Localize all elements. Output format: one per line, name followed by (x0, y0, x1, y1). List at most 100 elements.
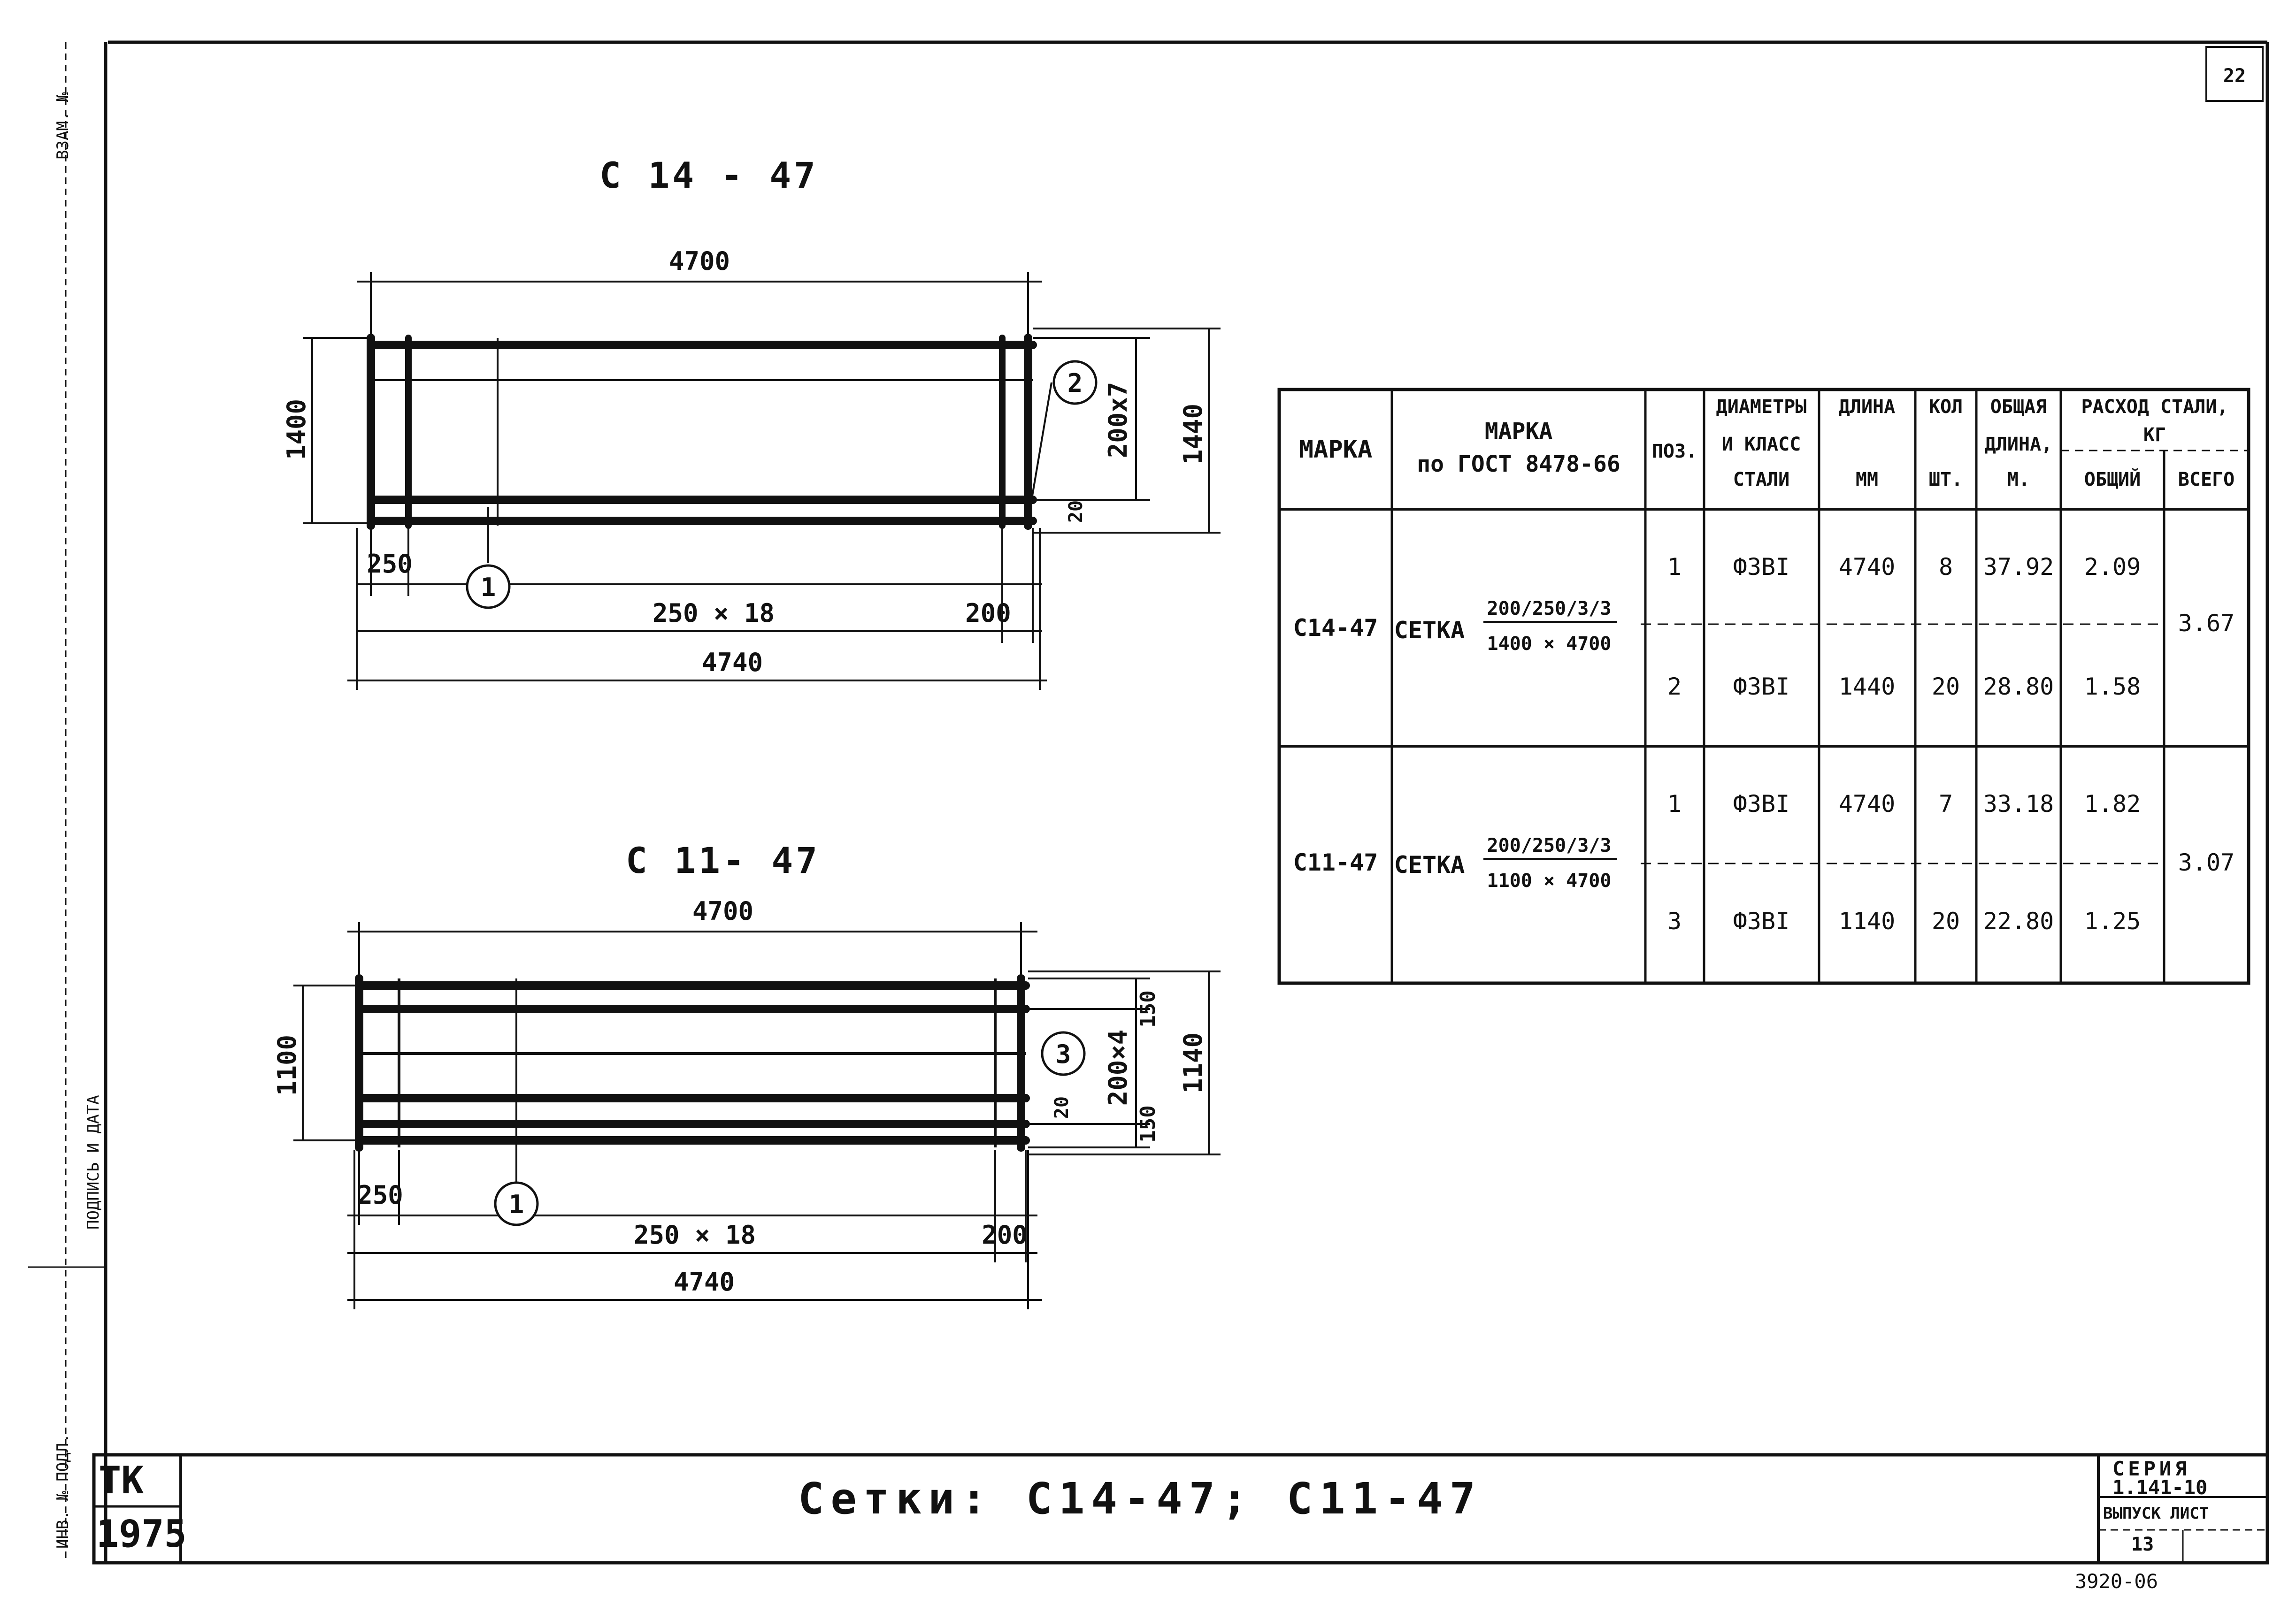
spec-table-header: МАРКА МАРКА по ГОСТ 8478-66 ПОЗ. ДИАМЕТР… (1299, 396, 2235, 490)
drawing1-dim-pitch-vert: 200х7 (1103, 382, 1133, 458)
svg-text:1140: 1140 (1839, 908, 1895, 935)
hdr-total-length-1: ОБЩАЯ (1990, 396, 2047, 418)
svg-text:2: 2 (1667, 673, 1682, 700)
drawing2-dim-left-end: 250 (357, 1180, 403, 1210)
svg-text:33.18: 33.18 (1983, 790, 2054, 818)
side-label-sign-date: ПОДПИСЬ И ДАТА (84, 1095, 103, 1230)
svg-text:4740: 4740 (1839, 790, 1895, 818)
spec-table-grid (1277, 388, 2250, 985)
hdr-diam-1: ДИАМЕТРЫ (1716, 396, 1807, 418)
drawing1-dim-pitch-horiz: 250 × 18 (653, 598, 775, 628)
drawing2-dim-top-offset: 150 (1136, 990, 1160, 1027)
drawing1-dim-edge: 20 (1065, 500, 1087, 523)
hdr-steel-1: РАСХОД СТАЛИ, (2081, 396, 2228, 418)
drawing1-dim-height-right: 1440 (1178, 404, 1208, 465)
hdr-steel-all: ВСЕГО (2178, 469, 2235, 490)
svg-text:Ф3ВI: Ф3ВI (1733, 673, 1789, 700)
svg-text:1440: 1440 (1839, 673, 1895, 700)
svg-text:1.25: 1.25 (2084, 908, 2141, 935)
drawing1-dim-right-end: 200 (965, 598, 1011, 628)
hdr-steel-total: ОБЩИЙ (2084, 468, 2141, 490)
svg-text:1.82: 1.82 (2084, 790, 2141, 818)
drawing1-dim-left-end: 250 (367, 549, 413, 579)
group2-gost-prefix: СЕТКА (1394, 851, 1465, 879)
table-row: 1 Ф3ВI 4740 7 33.18 1.82 (1667, 790, 2141, 818)
svg-text:Ф3ВI: Ф3ВI (1733, 790, 1789, 818)
group1-gost-prefix: СЕТКА (1394, 617, 1465, 644)
drawing1-pos-marker-1: 1 (466, 564, 511, 609)
svg-text:22.80: 22.80 (1983, 908, 2054, 935)
drawing2-dim-top: 4700 (692, 896, 753, 926)
drawing1-pos-marker-2: 2 (1052, 360, 1098, 405)
svg-text:37.92: 37.92 (1983, 553, 2054, 581)
svg-text:28.80: 28.80 (1983, 673, 2054, 700)
hdr-length-2: ММ (1856, 469, 1878, 490)
hdr-length-1: ДЛИНА (1839, 396, 1895, 418)
drawing2-dim-pitch-vert: 200×4 (1103, 1030, 1133, 1106)
spec-table: МАРКА МАРКА по ГОСТ 8478-66 ПОЗ. ДИАМЕТР… (1277, 388, 2250, 985)
svg-text:Ф3ВI: Ф3ВI (1733, 553, 1789, 581)
drawing2-pos-marker-1: 1 (494, 1181, 539, 1226)
title-block-series-label: СЕРИЯ (2112, 1457, 2191, 1480)
title-block-issue-sheet: 13 (2131, 1534, 2154, 1555)
title-block-stamp: 3920-06 (2075, 1570, 2158, 1593)
hdr-diam-3: СТАЛИ (1733, 469, 1789, 490)
drawing2-bars (355, 974, 1030, 1152)
drawing2-dim-bottom-offset: 150 (1136, 1105, 1160, 1142)
sheet-frame (28, 40, 2269, 1565)
sheet-number: 22 (2223, 65, 2246, 87)
svg-text:3: 3 (1056, 1039, 1071, 1069)
spec-group-c14-47: С14-47 СЕТКА 200/250/3/3 1400 × 4700 3.6… (1293, 553, 2235, 700)
group2-gost-den: 1100 × 4700 (1487, 870, 1612, 892)
drawing1-dim-total: 4740 (702, 648, 763, 677)
drawing2-dim-pitch-horiz: 250 × 18 (634, 1220, 756, 1250)
drawing2-title: С 11- 47 (626, 840, 820, 881)
drawing1-title: С 14 - 47 (599, 154, 818, 196)
table-row: 2 Ф3ВI 1440 20 28.80 1.58 (1667, 673, 2141, 700)
drawing2-pos-marker-3: 3 (1041, 1031, 1086, 1076)
title-block-org: ТК (99, 1459, 144, 1502)
title-block-sheet-title: Сетки: С14-47; С11-47 (798, 1474, 1482, 1524)
svg-text:7: 7 (1939, 790, 1953, 818)
hdr-pos: ПОЗ. (1652, 441, 1697, 462)
svg-text:2: 2 (1067, 368, 1083, 398)
hdr-gost-mark-1: МАРКА (1485, 418, 1553, 444)
title-block-issue-label: ВЫПУСК ЛИСТ (2103, 1504, 2209, 1523)
title-block-year: 1975 (96, 1512, 187, 1556)
svg-text:1: 1 (1667, 553, 1682, 581)
svg-text:1: 1 (509, 1190, 524, 1219)
title-block-series-number: 1.141-10 (2112, 1476, 2208, 1499)
hdr-total-length-2: ДЛИНА, (1985, 434, 2053, 455)
group1-mark: С14-47 (1293, 614, 1378, 642)
group1-total: 3.67 (2178, 610, 2235, 637)
svg-text:1: 1 (1667, 790, 1682, 818)
drawing1-bars (367, 334, 1037, 530)
group2-gost-num: 200/250/3/3 (1487, 835, 1612, 856)
drawing2-dim-edge: 20 (1051, 1096, 1073, 1119)
side-label-inv: ИНВ. № ПОДЛ. (54, 1433, 72, 1549)
hdr-total-length-3: М. (2007, 469, 2030, 490)
spec-group-c11-47: С11-47 СЕТКА 200/250/3/3 1100 × 4700 3.0… (1293, 790, 2235, 935)
hdr-steel-2: КГ (2143, 424, 2166, 446)
drawing2-dim-height-right: 1140 (1178, 1032, 1208, 1093)
group1-gost-den: 1400 × 4700 (1487, 633, 1612, 655)
drawing2-dim-total: 4740 (674, 1267, 735, 1297)
svg-text:4740: 4740 (1839, 553, 1895, 581)
svg-text:3: 3 (1667, 908, 1682, 935)
svg-text:Ф3ВI: Ф3ВI (1733, 908, 1789, 935)
drawing-c11-47: С 11- 47 4700 (272, 840, 1221, 1309)
drawing1-dim-lines (303, 272, 1221, 690)
svg-text:2.09: 2.09 (2084, 553, 2141, 581)
drawing2-thin-bars (359, 978, 1026, 1147)
hdr-gost-mark-2: по ГОСТ 8478-66 (1417, 451, 1620, 477)
hdr-mark: МАРКА (1299, 436, 1373, 464)
drawing2-dim-lines (293, 922, 1221, 1309)
side-label-vzam: ВЗАМ. № (54, 92, 72, 160)
svg-text:20: 20 (1932, 673, 1960, 700)
drawing2-dim-right-end: 200 (982, 1220, 1028, 1250)
svg-text:1.58: 1.58 (2084, 673, 2141, 700)
drawing1-dim-top: 4700 (669, 246, 730, 276)
drawing1-dim-height-left: 1400 (282, 399, 311, 460)
